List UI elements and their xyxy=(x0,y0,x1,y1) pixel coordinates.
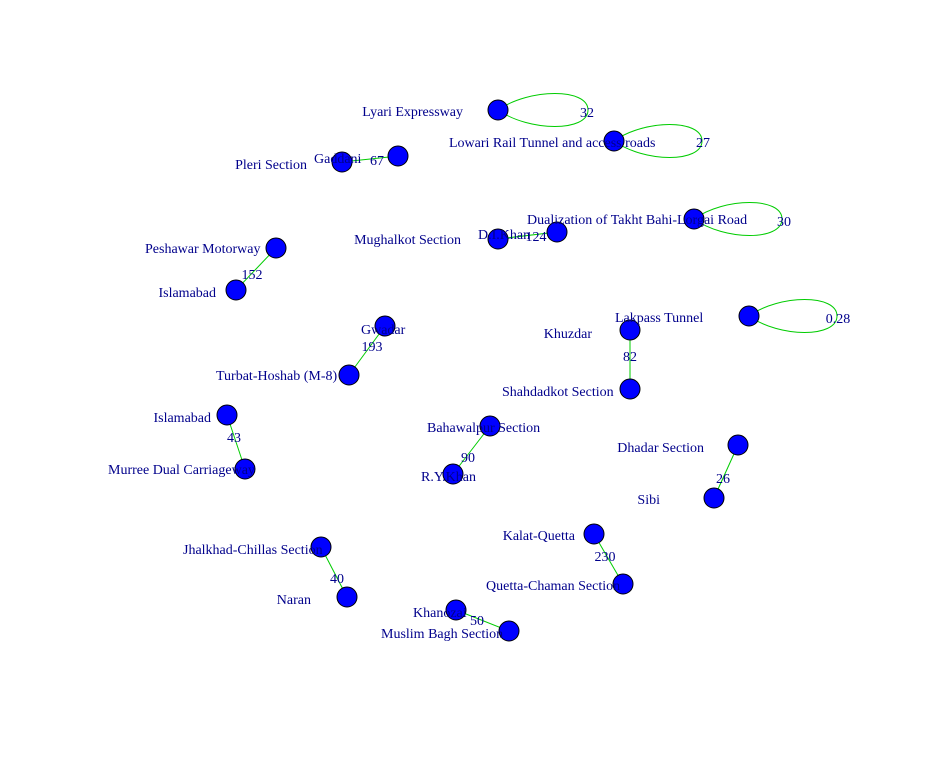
node-label: Gwadar xyxy=(361,323,406,338)
edge-weight-label: 152 xyxy=(242,268,263,283)
graph-node-n5 xyxy=(683,208,705,230)
edge-weight-label: 43 xyxy=(227,431,241,446)
graph-node-n16 xyxy=(234,458,256,480)
edge-weight-label: 230 xyxy=(595,550,616,565)
graph-node-n17 xyxy=(479,415,501,437)
graph-node-n26 xyxy=(498,620,520,642)
node-label: Islamabad xyxy=(153,411,211,426)
node-label: Jhalkhad-Chillas Section xyxy=(183,543,323,558)
graph-node-n23 xyxy=(310,536,332,558)
graph-node-n25 xyxy=(445,599,467,621)
node-label: Dualization of Takht Bahi-Lorgai Road xyxy=(527,213,747,228)
graph-node-n4 xyxy=(387,145,409,167)
graph-node-n6 xyxy=(546,221,568,243)
graph-node-n14 xyxy=(619,378,641,400)
node-label: R.Y.Khan xyxy=(421,470,476,485)
node-label: Kalat-Quetta xyxy=(503,529,576,544)
graph-node-n20 xyxy=(703,487,725,509)
graph-node-n21 xyxy=(583,523,605,545)
edge-loop-n1 xyxy=(497,93,589,127)
graph-node-n18 xyxy=(442,463,464,485)
edge-weight-label: 26 xyxy=(716,472,730,487)
edge-weight-label: 124 xyxy=(526,230,547,245)
node-label: Dhadar Section xyxy=(617,441,704,456)
edge-weight-label: 0.28 xyxy=(826,312,851,327)
graph-node-n9 xyxy=(225,279,247,301)
node-label: Lakpass Tunnel xyxy=(615,311,703,326)
edge-weight-label: 30 xyxy=(777,215,791,230)
edge-label-layer: 32 27 67 30 124 152 0.28 193 82 43 90 26 230 40 50 xyxy=(227,106,850,629)
node-label: Shahdadkot Section xyxy=(502,385,614,400)
edge-loop-n10 xyxy=(748,299,838,333)
edge-weight-label: 90 xyxy=(461,451,475,466)
node-label: Naran xyxy=(277,593,311,608)
node-label: Gaddani xyxy=(314,152,362,167)
graph-node-n19 xyxy=(727,434,749,456)
node-label: Turbat-Hoshab (M-8) xyxy=(216,369,338,384)
node-label: Quetta-Chaman Section xyxy=(486,579,620,594)
graph-node-n8 xyxy=(265,237,287,259)
edge-weight-label: 67 xyxy=(370,154,384,169)
graph-node-n15 xyxy=(216,404,238,426)
edge-weight-label: 193 xyxy=(362,340,383,355)
node-label: Khuzdar xyxy=(544,327,593,342)
node-label: Murree Dual Carriageway xyxy=(108,463,255,478)
node-label: Bahawalpur Section xyxy=(427,421,540,436)
graph-node-n11 xyxy=(374,315,396,337)
node-label: Mughalkot Section xyxy=(354,233,461,248)
graph-node-n13 xyxy=(619,319,641,341)
edge-weight-label: 32 xyxy=(580,106,594,121)
node-label: Lyari Expressway xyxy=(362,105,463,120)
edge-loop-n5 xyxy=(693,202,783,236)
edge-loop-n2 xyxy=(613,124,703,158)
graph-node-n7 xyxy=(487,228,509,250)
graph-node-n12 xyxy=(338,364,360,386)
node-label: D.I.Khan xyxy=(478,228,530,243)
node-layer xyxy=(216,99,760,642)
edge-weight-label: 40 xyxy=(330,572,344,587)
edge-weight-label: 27 xyxy=(696,136,710,151)
graph-node-n22 xyxy=(612,573,634,595)
node-label: Islamabad xyxy=(158,286,216,301)
node-label: Muslim Bagh Section xyxy=(381,627,503,642)
graph-node-n2 xyxy=(603,130,625,152)
graph-node-n1 xyxy=(487,99,509,121)
edge-weight-label: 82 xyxy=(623,350,637,365)
node-label: Pleri Section xyxy=(235,158,307,173)
node-label: Peshawar Motorway xyxy=(145,242,260,257)
node-label: Sibi xyxy=(637,493,660,508)
graph-node-n24 xyxy=(336,586,358,608)
node-label: Khanozai xyxy=(413,606,467,621)
edge-weight-label: 50 xyxy=(470,614,484,629)
graph-node-n3 xyxy=(331,151,353,173)
node-label: Lowari Rail Tunnel and access roads xyxy=(449,136,655,151)
graph-node-n10 xyxy=(738,305,760,327)
